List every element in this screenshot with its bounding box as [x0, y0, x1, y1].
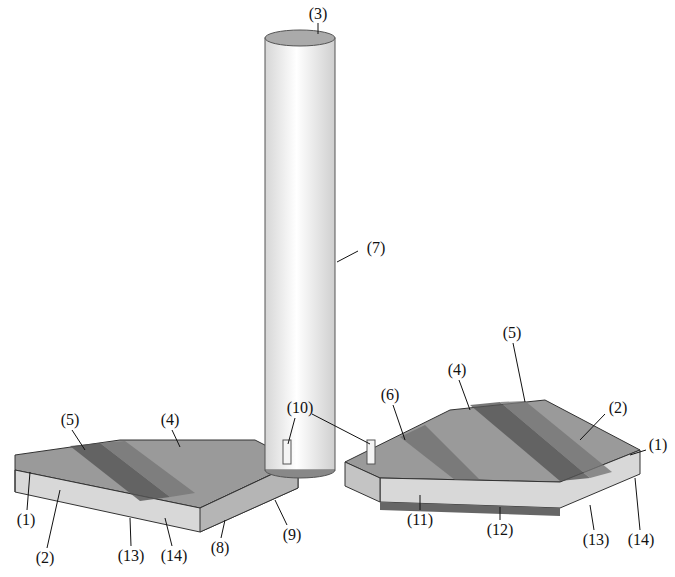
callout-number: (12) [487, 522, 514, 538]
callout-number: (5) [503, 325, 522, 341]
callout-number: (14) [161, 548, 188, 564]
callout-number: (8) [211, 540, 230, 556]
callout-number: (2) [609, 400, 628, 416]
callout-number: (10) [287, 400, 314, 416]
callout-number: (7) [367, 240, 386, 256]
callout-number: (11) [407, 512, 433, 528]
callout-number: (1) [17, 512, 36, 528]
callout-number: (3) [309, 6, 328, 22]
callout-number: (13) [118, 548, 145, 564]
callout-number: (4) [161, 412, 180, 428]
callout-number: (6) [381, 387, 400, 403]
callout-number: (9) [283, 527, 302, 543]
callout-number: (2) [36, 550, 55, 566]
callout-number: (1) [649, 437, 668, 453]
callout-number: (13) [583, 532, 610, 548]
callout-number: (14) [628, 532, 655, 548]
callout-number: (4) [448, 362, 467, 378]
callout-number: (5) [61, 412, 80, 428]
